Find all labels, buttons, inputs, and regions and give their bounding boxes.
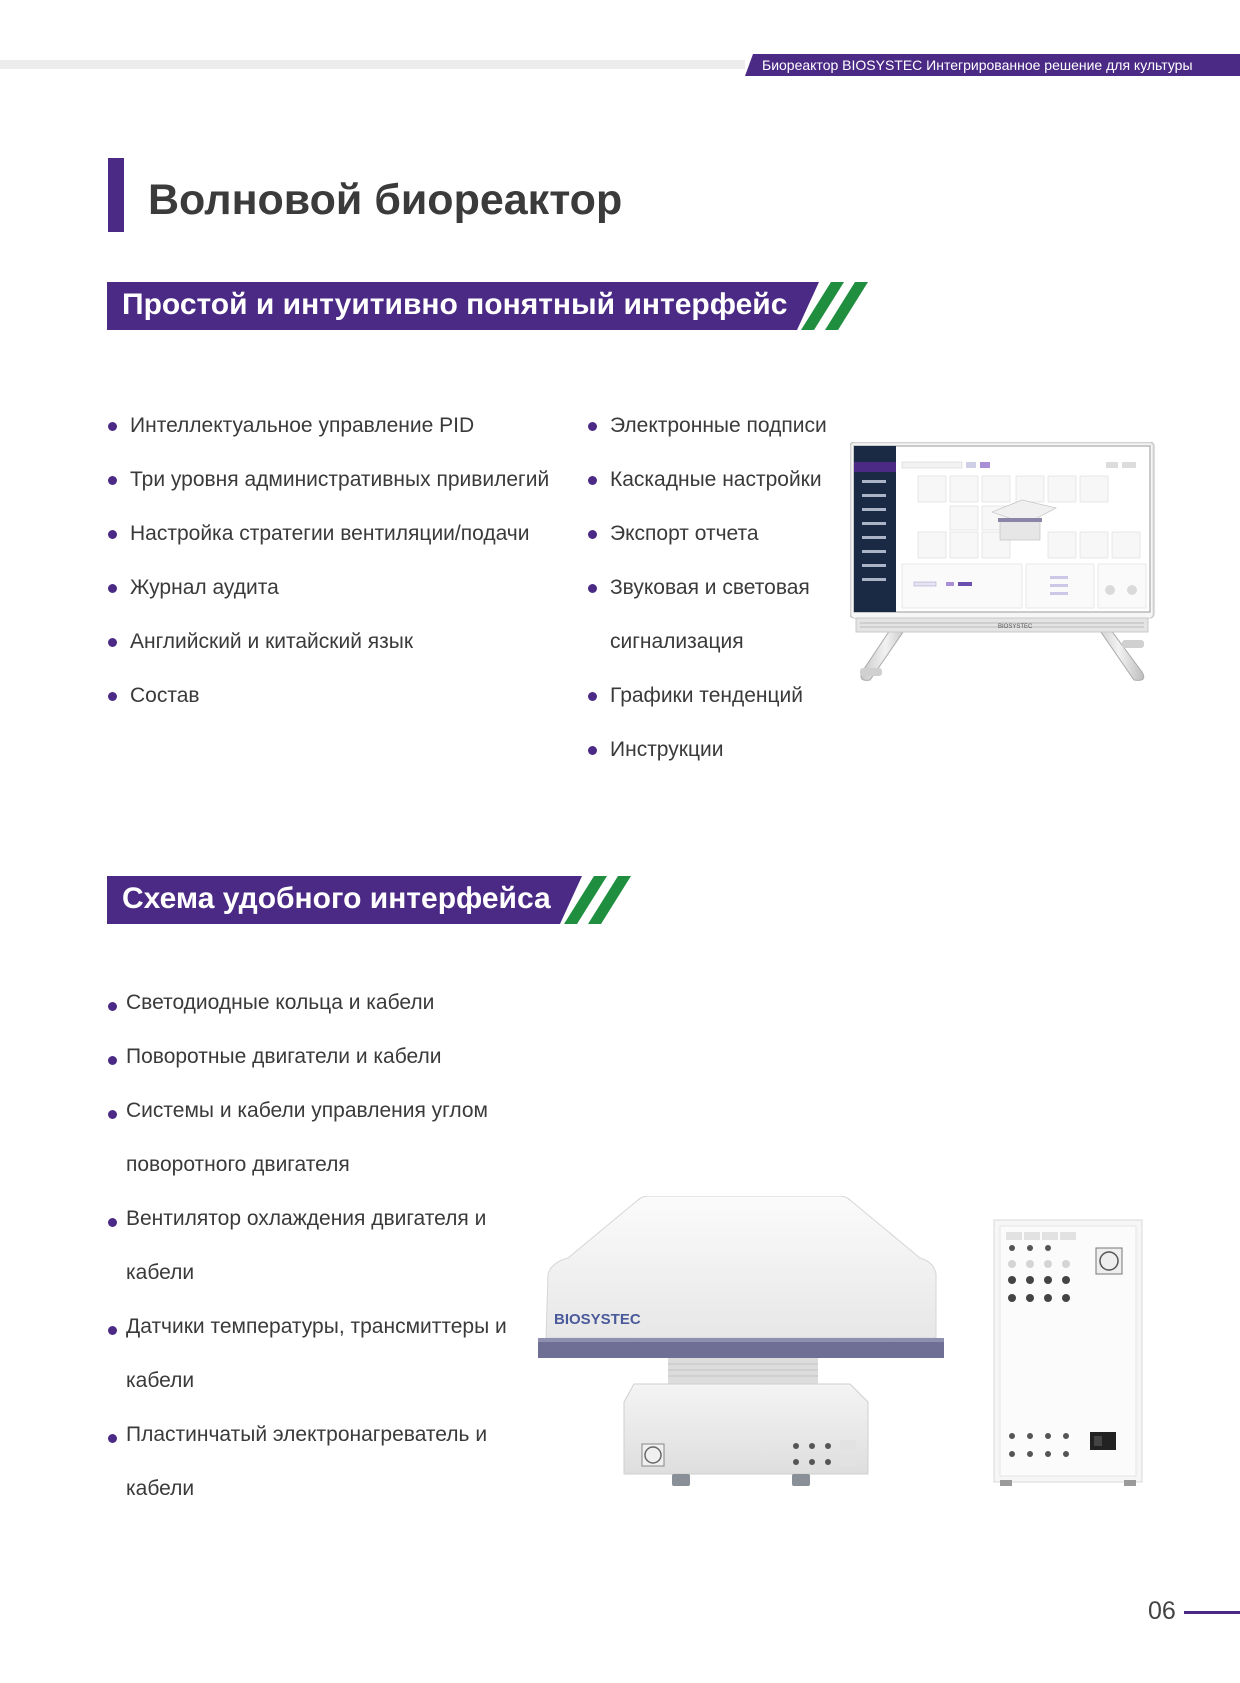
- list-item: Состав: [130, 684, 200, 707]
- bullet: [108, 1002, 117, 1011]
- list-item: Электронные подписи: [610, 414, 827, 437]
- list-item-continuation: кабели: [126, 1477, 195, 1500]
- list-item: Системы и кабели управления углом: [126, 1099, 488, 1122]
- bullet: [108, 692, 117, 701]
- title-accent-bar: [108, 158, 124, 232]
- list-item: Экспорт отчета: [610, 522, 759, 545]
- list-item: Интеллектуальное управление PID: [130, 414, 475, 437]
- list-item: Настройка стратегии вентиляции/подачи: [130, 522, 530, 545]
- header-gray-rule: [0, 60, 745, 69]
- list-item: Поворотные двигатели и кабели: [126, 1045, 442, 1068]
- list-item-continuation: поворотного двигателя: [126, 1153, 350, 1176]
- header-banner: [745, 54, 1240, 76]
- bullet: [108, 1434, 117, 1443]
- list-item: Каскадные настройки: [610, 468, 822, 491]
- bullet: [108, 422, 117, 431]
- bullet: [108, 1110, 117, 1119]
- device-logo: BIOSYSTEC: [554, 1311, 641, 1328]
- section2-heading: Схема удобного интерфейса: [122, 882, 551, 915]
- bullet: [588, 530, 597, 539]
- bullet: [108, 530, 117, 539]
- bullet: [588, 584, 597, 593]
- monitor-logo: BIOSYSTEC: [998, 624, 1033, 630]
- list-item: Английский и китайский язык: [130, 630, 414, 653]
- list-item: Графики тенденций: [610, 684, 803, 707]
- list-item: Звуковая и световая: [610, 576, 810, 599]
- touchscreen-monitor-image: BIOSYSTEC: [850, 442, 1155, 681]
- header-banner-text: Биореактор BIOSYSTEC Интегрированное реш…: [762, 57, 1193, 73]
- bullet: [108, 584, 117, 593]
- bullet: [108, 1056, 117, 1065]
- list-item-continuation: кабели: [126, 1369, 195, 1392]
- list-item: Журнал аудита: [130, 576, 279, 599]
- list-item: Пластинчатый электронагреватель и: [126, 1423, 488, 1446]
- bioreactor-device-image: BIOSYSTEC: [538, 1196, 944, 1486]
- bullet: [588, 476, 597, 485]
- bullet: [588, 422, 597, 431]
- bullet: [108, 476, 117, 485]
- page-number-rule: [1184, 1611, 1240, 1614]
- section2-banner: [107, 876, 582, 924]
- bullet: [588, 746, 597, 755]
- bullet: [108, 1326, 117, 1335]
- section1-banner: [107, 282, 819, 330]
- list-item-continuation: кабели: [126, 1261, 195, 1284]
- list-item-continuation: сигнализация: [610, 630, 744, 653]
- list-item: Светодиодные кольца и кабели: [126, 991, 435, 1014]
- bullet: [108, 638, 117, 647]
- list-item: Вентилятор охлаждения двигателя и: [126, 1207, 487, 1230]
- bullet: [108, 1218, 117, 1227]
- page-title: Волновой биореактор: [148, 176, 623, 224]
- list-item: Датчики температуры, трансмиттеры и: [126, 1315, 507, 1338]
- page-number: 06: [1148, 1597, 1176, 1625]
- list-item: Инструкции: [610, 738, 724, 761]
- section1-heading: Простой и интуитивно понятный интерфейс: [122, 288, 788, 321]
- rear-panel-image: [993, 1219, 1143, 1486]
- bullet: [588, 692, 597, 701]
- list-item: Три уровня административных привилегий: [130, 468, 550, 491]
